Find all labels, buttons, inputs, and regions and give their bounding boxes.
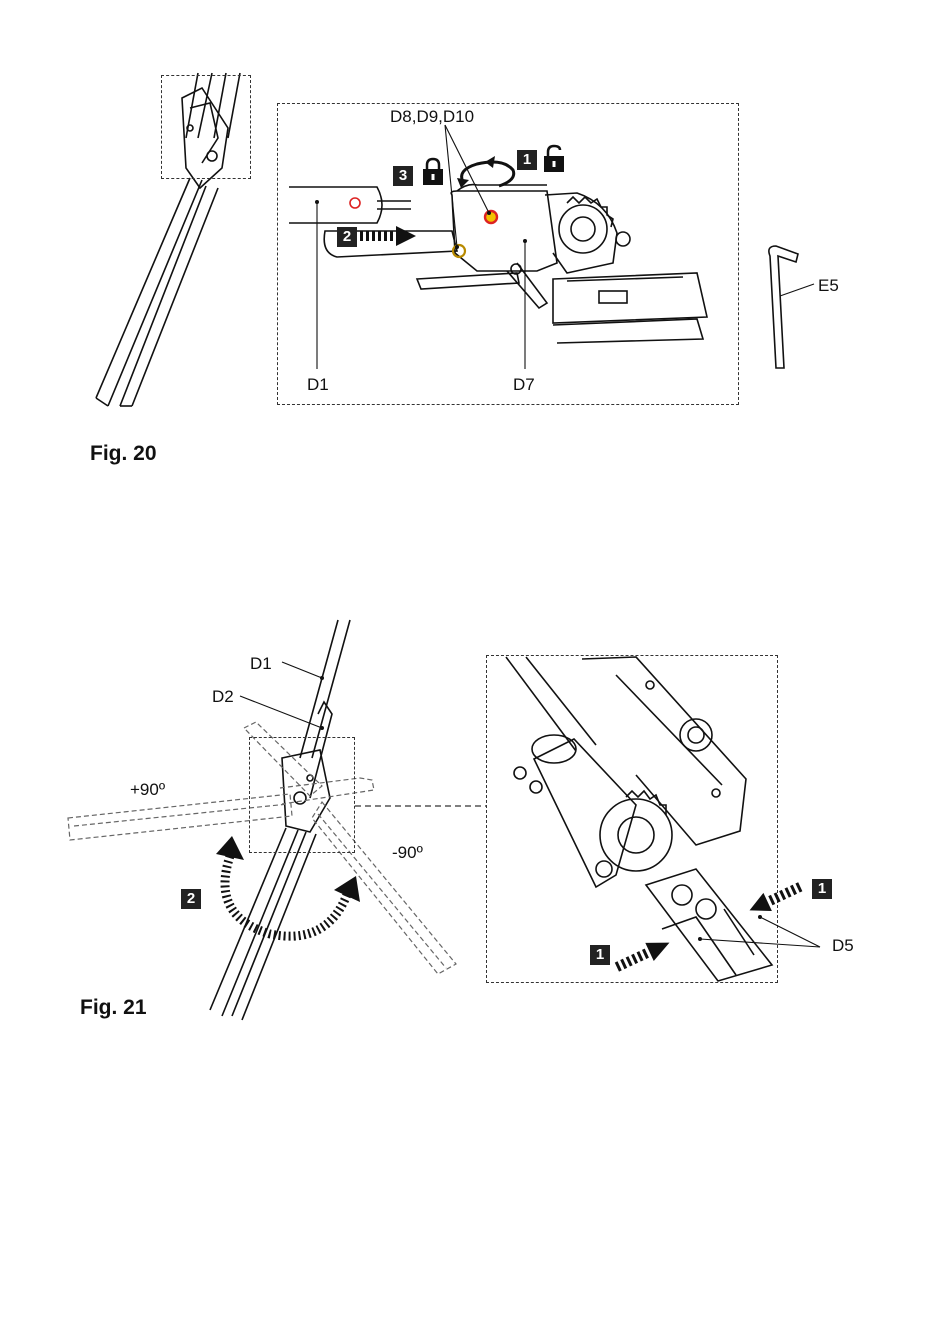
push-arrow-icon [360,226,418,246]
label-d1-fig21: D1 [250,655,272,672]
fig20-caption: Fig. 20 [90,442,157,466]
fig21-step-2: 2 [181,889,201,909]
label-d1: D1 [307,376,329,393]
push-arrow-icon [614,934,676,974]
fig20-detail-illustration [277,103,739,405]
fig20-step-1: 1 [517,150,537,170]
fig21-step-1a: 1 [812,879,832,899]
unlock-icon [543,145,565,173]
fig20-step-2: 2 [337,227,357,247]
label-plus-90: +90º [130,781,165,798]
fig20-overview-box [161,75,251,179]
label-d5: D5 [832,937,854,954]
label-d8-d9-d10: D8,D9,D10 [390,108,474,125]
label-minus-90: -90º [392,844,423,861]
label-e5: E5 [818,277,839,294]
push-arrow-icon [745,880,803,918]
fig21-connector-line [355,800,487,812]
hex-key-e5 [758,244,828,374]
lock-icon [422,158,444,186]
label-d7: D7 [513,376,535,393]
fig21-step-1b: 1 [590,945,610,965]
curved-arrow-icon [210,836,370,946]
rotate-arrow-icon [455,154,519,192]
fig20-step-3: 3 [393,166,413,186]
label-d2: D2 [212,688,234,705]
fig21-caption: Fig. 21 [80,996,147,1020]
